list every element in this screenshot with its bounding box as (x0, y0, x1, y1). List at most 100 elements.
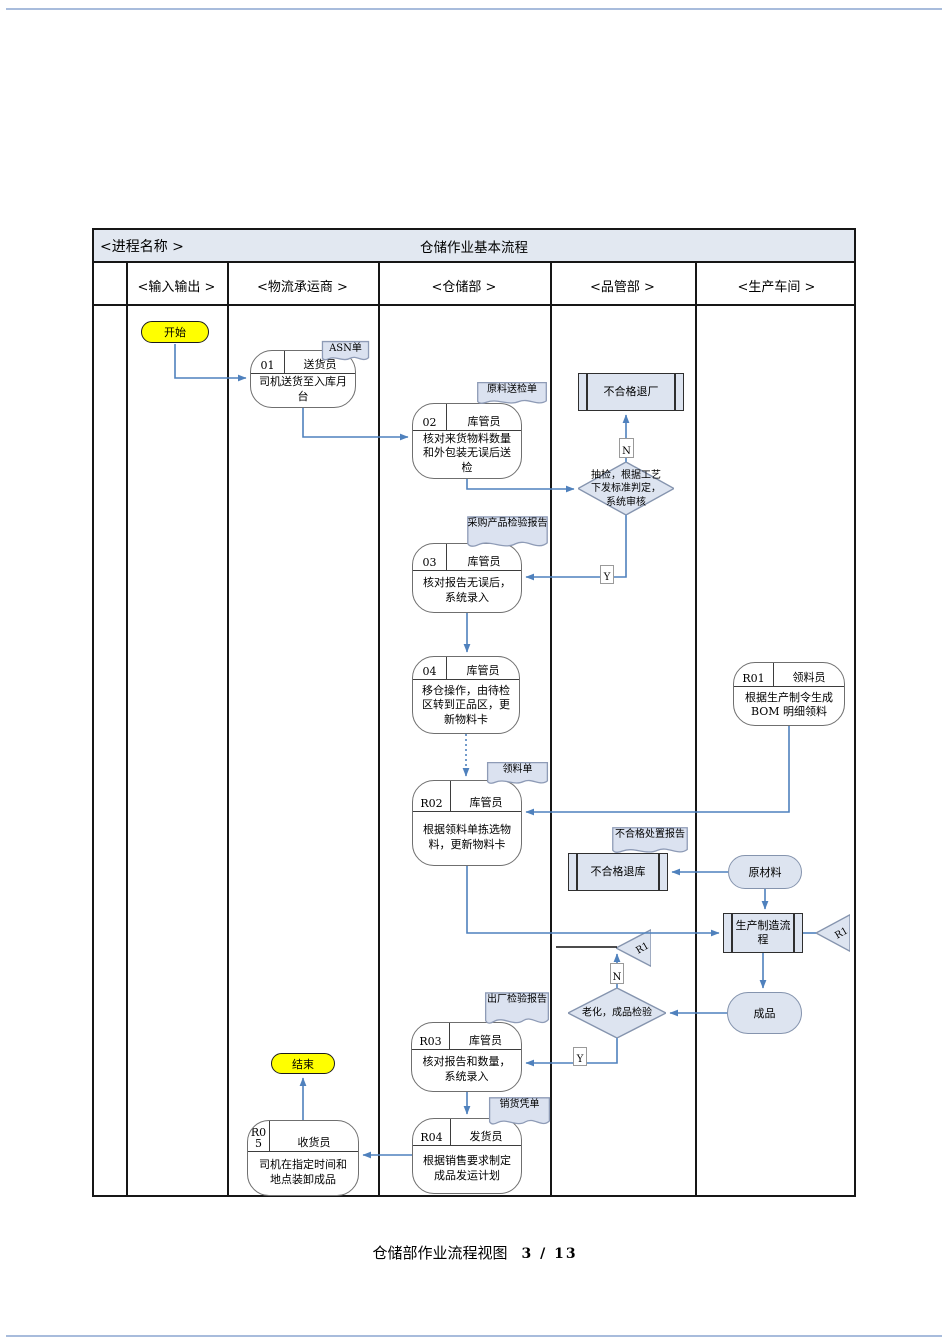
subprocess-return-warehouse: 不合格退库 (568, 853, 668, 891)
title-row-band (94, 230, 854, 261)
footer-page-indicator: 3 / 13 (521, 1246, 577, 1262)
document-asn: ASN单 (322, 341, 369, 364)
process-r01-role: 领料员 (792, 671, 826, 684)
process-03-header: 03 库管员 (413, 544, 521, 571)
decision-aging: 老化，成品检验 (568, 988, 666, 1038)
process-r05-header: R05 收货员 (248, 1121, 358, 1152)
lane-divider-3 (378, 262, 380, 1197)
page-bottom-rule (6, 1335, 942, 1337)
terminator-start: 开始 (141, 321, 209, 343)
decision-sampling-label: 抽检，根据工艺下发标准判定，系统审核 (591, 469, 661, 508)
process-r02-role: 库管员 (469, 796, 503, 809)
subprocess-return-warehouse-label: 不合格退库 (590, 864, 646, 878)
process-r04-text: 根据销售要求制定成品发运计划 (423, 1154, 511, 1182)
process-02-verify-goods: 02 库管员 核对来货物料数量和外包装无误后送检 (412, 403, 522, 479)
process-r03-verify-qty: R03 库管员 核对报告和数量，系统录入 (411, 1022, 522, 1092)
document-purchase-report-label: 采购产品检验报告 (467, 518, 548, 529)
process-r03-text: 核对报告和数量，系统录入 (422, 1055, 511, 1083)
diamond-icon (568, 988, 666, 1038)
process-01-role: 送货员 (303, 358, 337, 371)
document-nonconforming-report: 不合格处置报告 (612, 827, 688, 858)
triangle-icon (816, 914, 850, 952)
lane-header-logistics-carrier: <物流承运商 > (257, 280, 348, 295)
lane-header-input-output: <输入输出 > (137, 280, 216, 295)
process-r02-picking: R02 库管员 根据领料单拣选物料，更新物料卡 (412, 780, 522, 866)
document-icon (489, 1097, 550, 1130)
lane-header-quality-dept: <品管部 > (590, 280, 655, 295)
diamond-icon (578, 462, 674, 515)
document-icon (612, 827, 688, 858)
process-r01-id: R01 (734, 663, 774, 686)
process-r05-role: 收货员 (297, 1136, 331, 1149)
process-03-verify-report: 03 库管员 核对报告无误后，系统录入 (412, 543, 522, 613)
document-icon (322, 341, 369, 364)
process-01-id: 01 (251, 351, 285, 373)
lane-header-warehouse-dept: <仓储部 > (431, 280, 497, 295)
lane-header-production-shop: <生产车间 > (737, 280, 816, 295)
process-r05-text: 司机在指定时间和地点装卸成品 (259, 1158, 347, 1186)
process-02-header: 02 库管员 (413, 404, 521, 431)
process-r04-id: R04 (413, 1119, 451, 1145)
terminator-start-label: 开始 (164, 326, 186, 339)
process-02-text: 核对来货物料数量和外包装无误后送检 (423, 432, 511, 474)
process-r01-bom-requisition: R01 领料员 根据生产制令生成BOM 明细领料 (733, 662, 845, 726)
lane-divider-4 (550, 262, 552, 1197)
document-icon (485, 992, 549, 1030)
page-footer: 仓储部作业流程视图 3 / 13 (0, 1242, 950, 1263)
process-04-role: 库管员 (466, 664, 500, 677)
process-02-role: 库管员 (467, 415, 501, 428)
process-r02-text: 根据领料单拣选物料，更新物料卡 (423, 823, 511, 851)
document-asn-label: ASN单 (329, 343, 362, 354)
subprocess-return-factory: 不合格退厂 (578, 373, 684, 411)
process-01-delivery: 01 送货员 司机送货至入库月台 (250, 350, 356, 408)
document-sales-voucher-label: 销货凭单 (499, 1099, 540, 1110)
stadium-finished-goods-label: 成品 (753, 1007, 776, 1020)
terminator-end-label: 结束 (292, 1057, 314, 1071)
subprocess-production: 生产制造流程 (723, 913, 803, 953)
page-top-rule (6, 8, 942, 10)
stadium-raw-material-label: 原材料 (748, 866, 782, 879)
process-name-label: <进程名称 > (100, 239, 184, 255)
process-r05-id: R05 (248, 1121, 270, 1151)
process-03-text: 核对报告无误后，系统录入 (423, 576, 511, 604)
stadium-raw-material: 原材料 (728, 855, 802, 889)
process-03-role: 库管员 (467, 555, 501, 568)
process-r03-role: 库管员 (469, 1034, 502, 1047)
branch-label-y-sampling: Y (600, 565, 614, 584)
document-sales-voucher: 销货凭单 (489, 1097, 550, 1130)
process-03-id: 03 (413, 544, 447, 570)
triangle-icon (616, 929, 651, 967)
footer-page-total: 13 (554, 1246, 578, 1262)
document-requisition: 领料单 (487, 762, 548, 788)
lane-divider-1 (126, 262, 128, 1197)
process-01-text: 司机送货至入库月台 (259, 375, 347, 403)
process-r03-header: R03 库管员 (412, 1023, 521, 1050)
process-01-header: 01 送货员 (251, 351, 355, 374)
footer-title: 仓储部作业流程视图 (372, 1244, 508, 1262)
stadium-finished-goods: 成品 (727, 992, 802, 1034)
process-r04-shipping-plan: R04 发货员 根据销售要求制定成品发运计划 (412, 1118, 522, 1194)
branch-label-n-aging: N (610, 963, 624, 984)
process-04-relocate: 04 库管员 移仓操作，由待检区转到正品区，更新物料卡 (412, 656, 520, 734)
branch-label-y-aging: Y (573, 1047, 587, 1066)
process-04-id: 04 (413, 657, 447, 679)
footer-page-separator: / (540, 1246, 548, 1262)
document-icon (477, 382, 547, 408)
document-factory-report: 出厂检验报告 (485, 992, 549, 1030)
document-raw-inspection: 原料送检单 (477, 382, 547, 408)
document-requisition-label: 领料单 (502, 764, 533, 775)
document-factory-report-label: 出厂检验报告 (487, 994, 547, 1005)
branch-label-n-sampling: N (619, 438, 634, 458)
page-title: 仓储作业基本流程 (420, 240, 528, 256)
process-04-text: 移仓操作，由待检区转到正品区，更新物料卡 (422, 684, 510, 726)
offpage-connector-r1-right: R1 (816, 914, 850, 952)
subprocess-production-label: 生产制造流程 (735, 918, 791, 946)
process-04-header: 04 库管员 (413, 657, 519, 680)
process-r04-header: R04 发货员 (413, 1119, 521, 1146)
subprocess-return-factory-label: 不合格退厂 (603, 384, 659, 398)
offpage-connector-r1-mid: R1 (616, 929, 651, 967)
process-r04-role: 发货员 (469, 1130, 503, 1143)
decision-sampling: 抽检，根据工艺下发标准判定，系统审核 (578, 462, 674, 515)
process-r01-header: R01 领料员 (734, 663, 844, 687)
